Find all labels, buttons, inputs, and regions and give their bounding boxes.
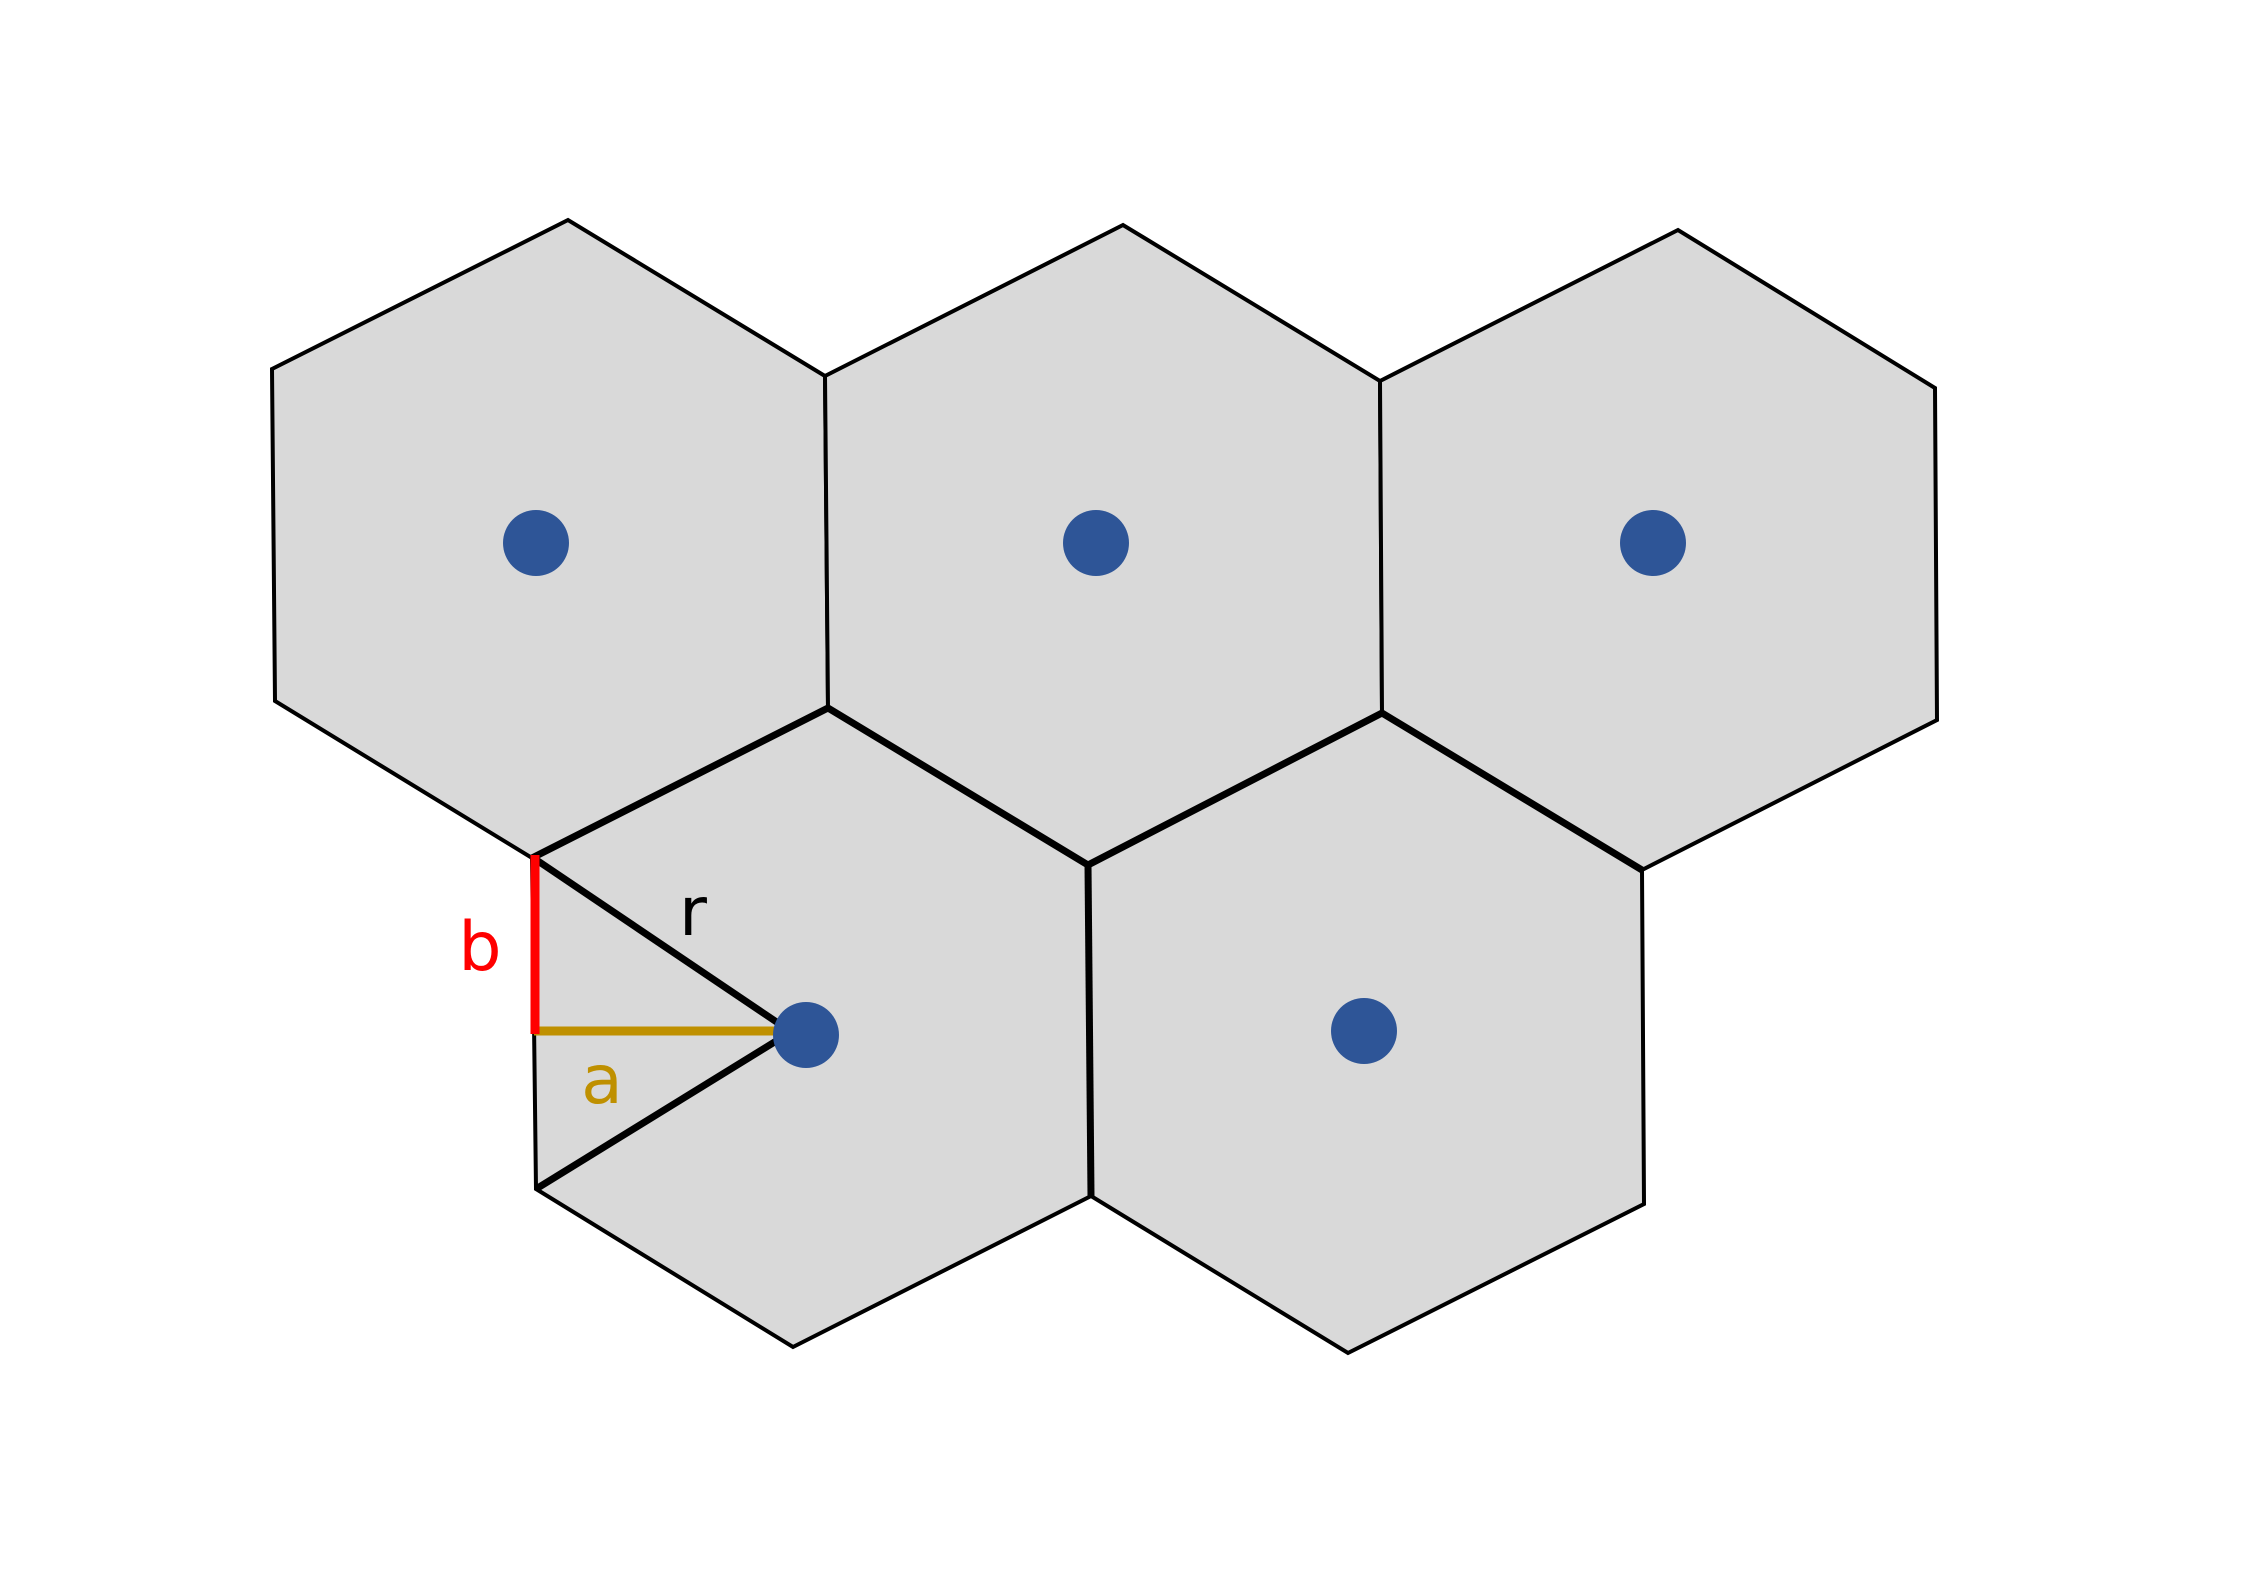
cell-center-dot — [1620, 510, 1686, 576]
radius-construction — [530, 855, 783, 1192]
cell-center-dot — [1063, 510, 1129, 576]
shared-border-right — [1086, 708, 1644, 873]
shared-cell-borders — [530, 704, 1644, 1197]
label-b: b — [458, 908, 501, 987]
segment-labels: b a r — [458, 873, 707, 1120]
label-a: a — [581, 1041, 623, 1120]
label-r: r — [679, 873, 707, 952]
shared-border-left — [530, 704, 1090, 868]
cell-center-dot — [1331, 998, 1397, 1064]
cell-centers — [503, 510, 1686, 1068]
hexagon-cells — [269, 217, 1940, 1356]
radius-line-r — [533, 856, 783, 1028]
shared-border-vertical — [1084, 864, 1095, 1197]
cell-center-dot — [503, 510, 569, 576]
cell-center-dot — [773, 1002, 839, 1068]
radius-line-lower — [534, 1035, 783, 1192]
